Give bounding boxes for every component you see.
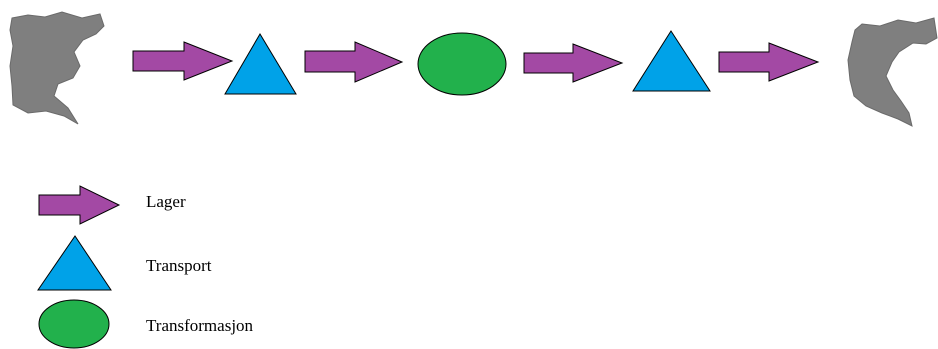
- flow-chain: [9, 11, 938, 127]
- flow-arrow-4: [718, 42, 820, 82]
- legend-label-transport: Transport: [146, 256, 212, 275]
- legend-ellipse-icon: [38, 299, 110, 349]
- flow-arrow-3: [523, 43, 624, 83]
- legend-shapes: [37, 185, 121, 349]
- source-region-shape: [9, 11, 105, 125]
- flow-ellipse: [417, 32, 507, 96]
- legend-label-transformasjon: Transformasjon: [146, 316, 254, 335]
- legend-label-lager: Lager: [146, 192, 186, 211]
- flow-triangle-1: [224, 33, 297, 95]
- flow-arrow-2: [304, 41, 404, 83]
- flow-triangle-2: [632, 30, 711, 92]
- flow-arrow-1: [132, 41, 234, 81]
- legend-arrow-icon: [38, 185, 121, 225]
- target-region-shape: [847, 17, 938, 127]
- legend-triangle-icon: [37, 235, 112, 291]
